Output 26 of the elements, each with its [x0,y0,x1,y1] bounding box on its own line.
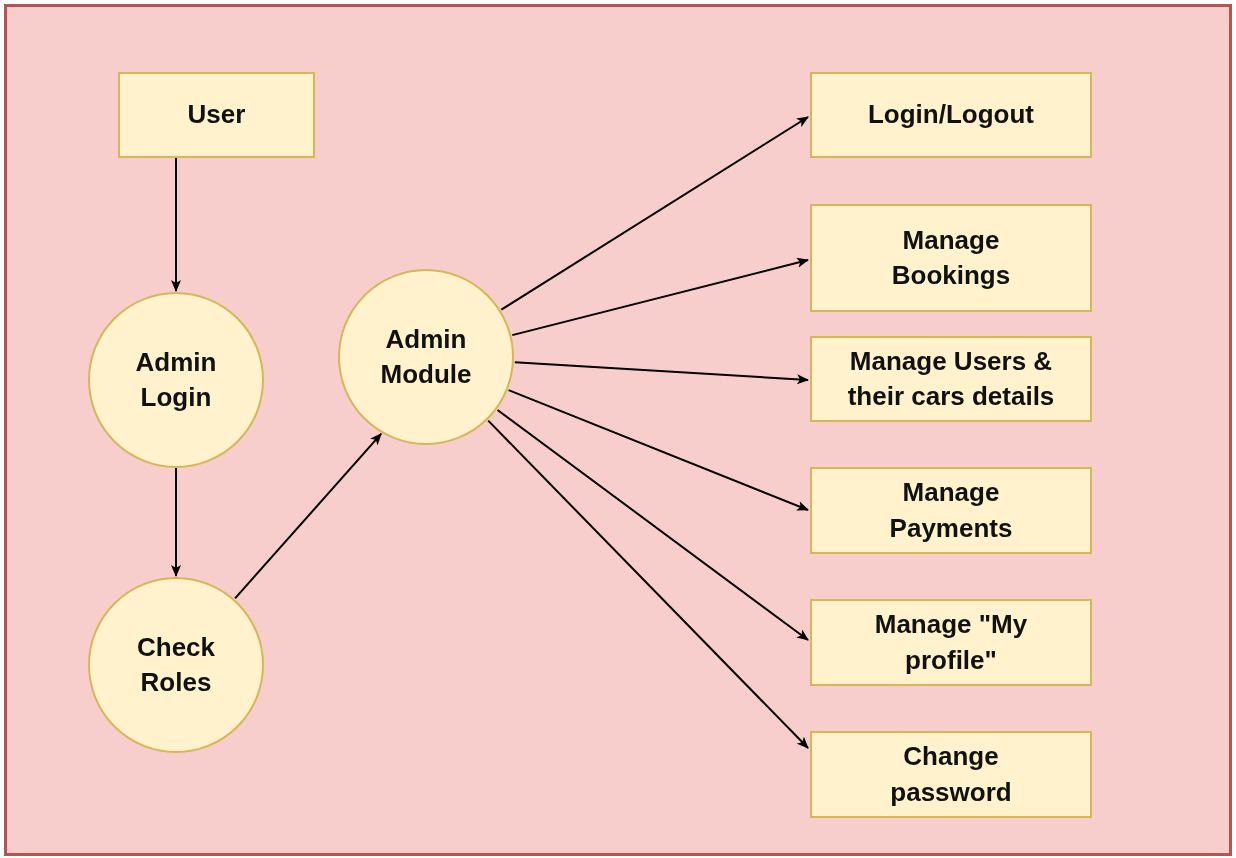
arrow [507,389,809,511]
arrow [487,419,809,749]
node-label: Manage Users & their cars details [846,344,1056,413]
process-box [810,599,1092,686]
arrow [500,116,809,311]
node-label: Manage Payments [888,476,1014,545]
process-box [810,467,1092,554]
process-box [810,336,1092,422]
process-box [810,731,1092,818]
arrow [511,257,809,337]
node-label: Manage "My profile" [873,608,1029,677]
node-label: Login/Logout [867,98,1034,132]
arrow [171,467,181,577]
node-label: Manage Bookings [890,223,1012,292]
process-box [118,72,315,158]
node-label: Change password [889,740,1013,809]
arrow [513,361,809,385]
node-label: User [187,98,246,132]
process-box [810,72,1092,158]
arrow [234,432,383,600]
process-box [810,204,1092,312]
node-label: Admin Module [379,322,473,391]
arrow [171,157,181,292]
node-label: Check Roles [135,630,216,699]
node-label: Admin Login [134,345,218,414]
arrow [496,409,809,641]
